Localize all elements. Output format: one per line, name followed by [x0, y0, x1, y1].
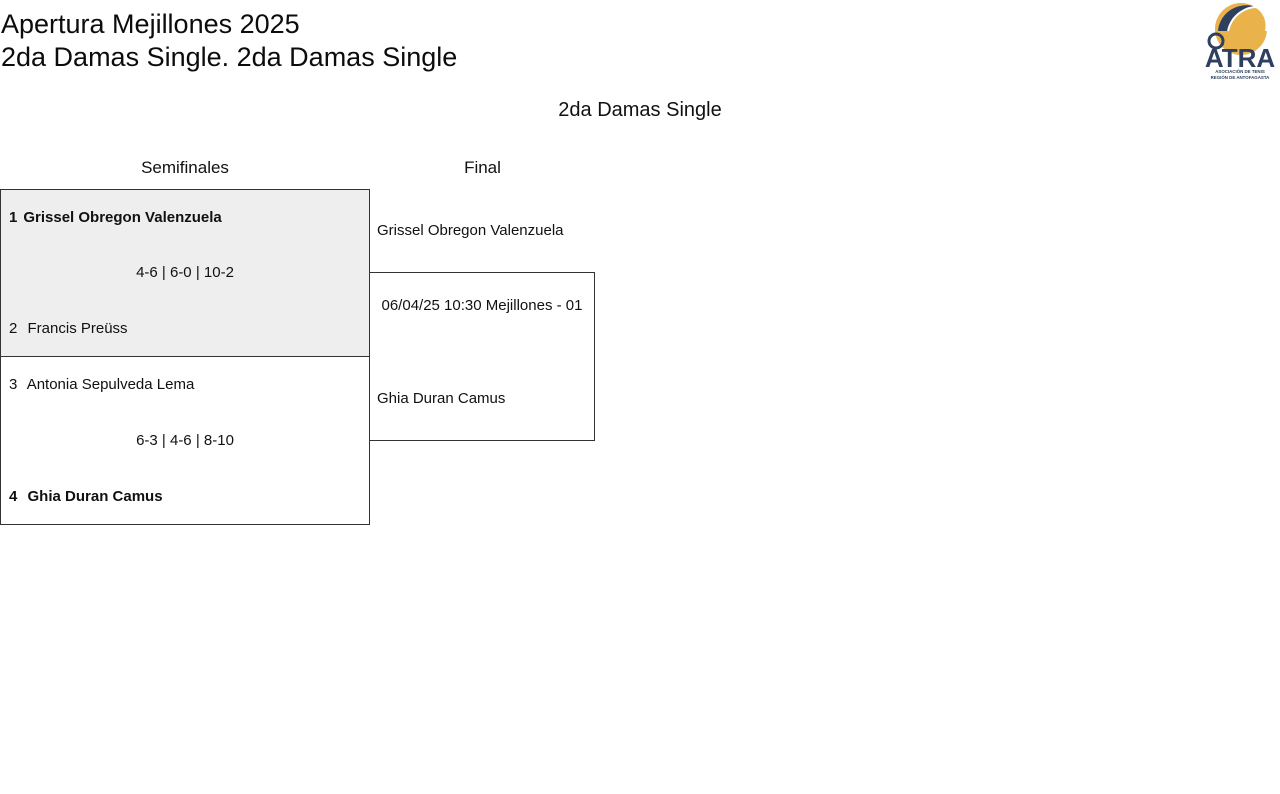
seed-number: 3	[9, 376, 18, 393]
seed-number: 1	[9, 209, 18, 226]
player-name[interactable]: Ghia Duran Camus	[27, 488, 163, 505]
player-name[interactable]: Francis Preüss	[27, 320, 128, 337]
final-match[interactable]: 06/04/25 10:30 Mejillones - 01	[369, 272, 595, 441]
draw-title: 2da Damas Single	[558, 99, 722, 121]
player-row[interactable]: 2 Francis Preüss	[9, 319, 128, 339]
logo-subtitle-1: ASOCIACIÓN DE TENIS	[1215, 69, 1265, 74]
player-name[interactable]: Antonia Sepulveda Lema	[26, 376, 195, 393]
semifinal-match-2[interactable]: 3 Antonia Sepulveda Lema 6-3 | 4-6 | 8-1…	[0, 356, 370, 525]
final-player-1[interactable]: Grissel Obregon Valenzuela	[377, 222, 564, 239]
tournament-title: Apertura Mejillones 2025	[1, 9, 300, 39]
atra-logo: ATRA ASOCIACIÓN DE TENIS REGIÓN DE ANTOF…	[1205, 3, 1276, 80]
round-header-semifinales: Semifinales	[141, 158, 229, 177]
round-header-final: Final	[464, 158, 501, 177]
seed-number: 4	[9, 488, 18, 505]
match-score: 6-3 | 4-6 | 8-10	[136, 432, 234, 449]
final-schedule-info: 06/04/25 10:30 Mejillones - 01	[381, 297, 583, 314]
logo-subtitle-2: REGIÓN DE ANTOFAGASTA	[1211, 75, 1271, 80]
tennis-ball-logo-icon	[1207, 3, 1268, 55]
match-score: 4-6 | 6-0 | 10-2	[136, 264, 234, 281]
player-row[interactable]: 4 Ghia Duran Camus	[9, 487, 163, 507]
seed-number: 2	[9, 320, 18, 337]
final-player-2[interactable]: Ghia Duran Camus	[377, 390, 506, 407]
player-row[interactable]: 3 Antonia Sepulveda Lema	[9, 375, 194, 395]
event-title: 2da Damas Single. 2da Damas Single	[1, 42, 458, 72]
player-row[interactable]: 1 Grissel Obregon Valenzuela	[9, 208, 222, 228]
logo-text: ATRA	[1205, 43, 1276, 73]
semifinal-match-1[interactable]: 1 Grissel Obregon Valenzuela 4-6 | 6-0 | …	[0, 189, 370, 357]
player-name[interactable]: Grissel Obregon Valenzuela	[23, 209, 222, 226]
